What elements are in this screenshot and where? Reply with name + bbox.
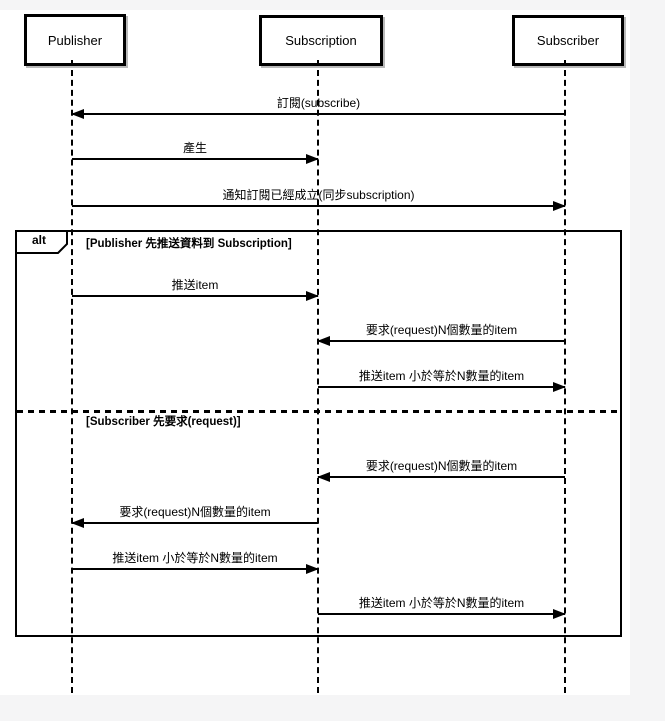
arrowhead-icon — [71, 518, 84, 528]
arrowhead-icon — [317, 336, 330, 346]
message-2: 產生 — [72, 136, 319, 164]
message-label: 通知訂閱已經成立(同步subscription) — [222, 188, 415, 202]
message-label: 要求(request)N個數量的item — [365, 323, 518, 337]
participant-label: Publisher — [47, 32, 103, 48]
fragment-guard-2: [Subscriber 先要求(request)] — [86, 416, 241, 428]
fragment-divider — [17, 410, 620, 413]
message-10: 推送item 小於等於N數量的item — [318, 591, 566, 619]
message-3: 通知訂閱已經成立(同步subscription) — [72, 183, 566, 211]
participant-publisher: Publisher — [24, 14, 126, 66]
message-label: 訂閱(subscribe) — [276, 96, 361, 110]
message-label: 推送item — [171, 278, 219, 292]
fragment-operator-label: alt — [31, 233, 46, 247]
message-label: 要求(request)N個數量的item — [119, 505, 271, 519]
arrowhead-icon — [317, 472, 330, 482]
arrowhead-icon — [306, 564, 319, 574]
message-6: 推送item 小於等於N數量的item — [318, 364, 566, 392]
message-9: 推送item 小於等於N數量的item — [72, 546, 319, 574]
lifeline-publisher — [71, 60, 73, 693]
fragment-guard-1: [Publisher 先推送資料到 Subscription] — [86, 238, 292, 250]
arrowhead-icon — [306, 291, 319, 301]
message-8: 要求(request)N個數量的item — [71, 500, 318, 528]
participant-label: Subscriber — [536, 33, 600, 48]
arrowhead-icon — [553, 382, 566, 392]
message-label: 產生 — [182, 141, 207, 155]
arrowhead-icon — [553, 201, 566, 211]
lifeline-subscriber — [564, 60, 566, 693]
message-4: 推送item — [72, 273, 319, 301]
diagram-canvas: Publisher Subscription Subscriber alt [P… — [0, 10, 630, 695]
message-label: 推送item 小於等於N數量的item — [358, 369, 525, 383]
arrowhead-icon — [71, 109, 84, 119]
message-label: 要求(request)N個數量的item — [365, 459, 518, 473]
lifeline-subscription — [317, 60, 319, 693]
participant-subscription: Subscription — [259, 15, 383, 66]
arrowhead-icon — [306, 154, 319, 164]
message-7: 要求(request)N個數量的item — [317, 454, 565, 482]
message-label: 推送item 小於等於N數量的item — [358, 596, 525, 610]
message-label: 推送item 小於等於N數量的item — [112, 551, 278, 565]
pentagon-shape-icon — [15, 230, 68, 254]
participant-label: Subscription — [285, 33, 357, 48]
alt-fragment: alt [Publisher 先推送資料到 Subscription] [Sub… — [15, 230, 622, 637]
arrowhead-icon — [553, 609, 566, 619]
participant-subscriber: Subscriber — [512, 15, 624, 66]
fragment-operator-pentagon: alt — [15, 230, 73, 255]
message-1: 訂閱(subscribe) — [71, 91, 565, 119]
message-5: 要求(request)N個數量的item — [317, 318, 565, 346]
